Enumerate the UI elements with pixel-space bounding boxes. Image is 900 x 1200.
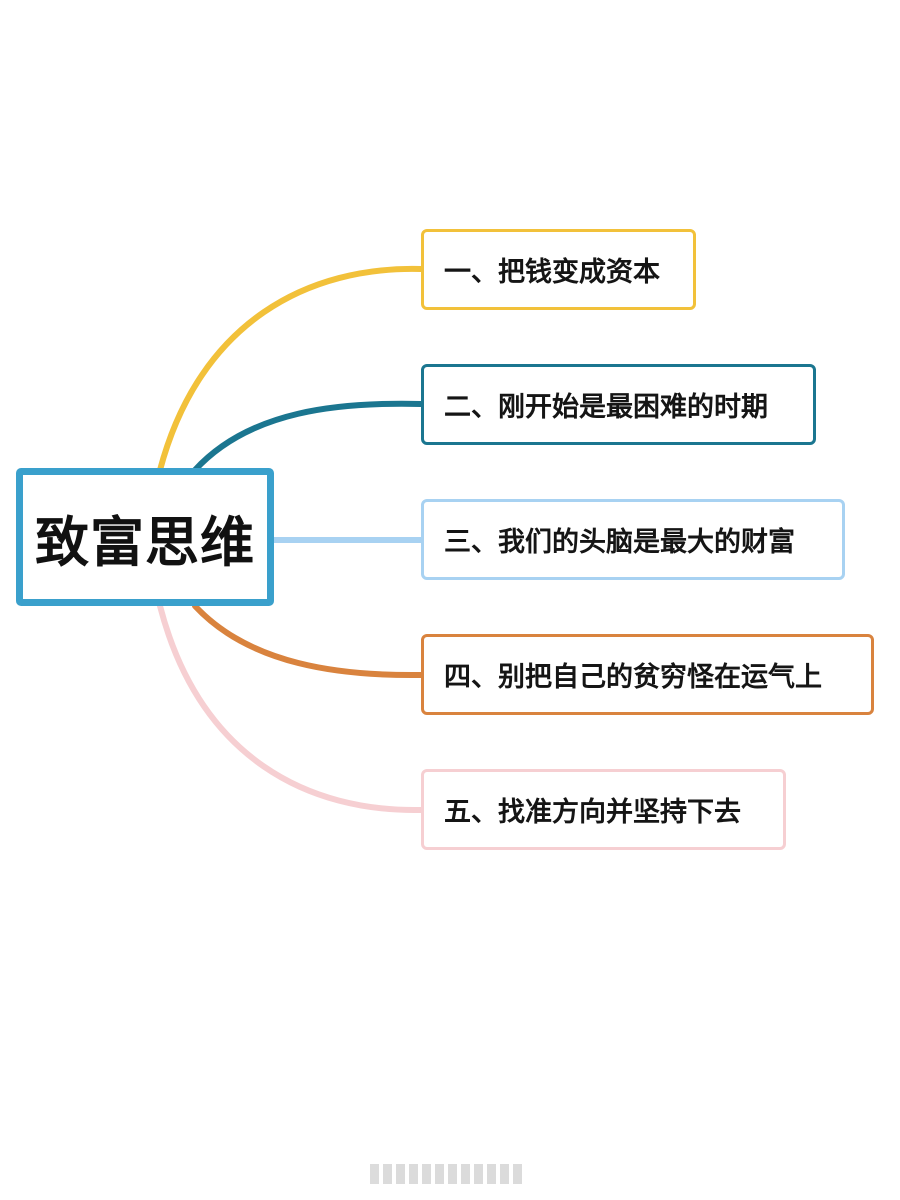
connector-5 bbox=[157, 603, 424, 814]
connector-4 bbox=[192, 603, 424, 679]
connector-1 bbox=[157, 265, 424, 473]
branch-topic-2: 二、刚开始是最困难的时期 bbox=[421, 364, 816, 445]
branch-topic-4: 四、别把自己的贫穷怪在运气上 bbox=[421, 634, 874, 715]
central-topic: 致富思维 bbox=[16, 468, 274, 606]
connector-2 bbox=[192, 400, 424, 473]
branch-topic-3-label: 三、我们的头脑是最大的财富 bbox=[444, 527, 795, 558]
watermark bbox=[370, 1163, 530, 1185]
branch-topic-3: 三、我们的头脑是最大的财富 bbox=[421, 499, 845, 580]
branch-topic-5-label: 五、找准方向并坚持下去 bbox=[444, 797, 741, 828]
branch-topic-1: 一、把钱变成资本 bbox=[421, 229, 696, 310]
branch-topic-2-label: 二、刚开始是最困难的时期 bbox=[444, 392, 768, 423]
branch-topic-5: 五、找准方向并坚持下去 bbox=[421, 769, 786, 850]
central-topic-label: 致富思维 bbox=[35, 510, 255, 574]
branch-topic-4-label: 四、别把自己的贫穷怪在运气上 bbox=[444, 662, 822, 693]
branch-topic-1-label: 一、把钱变成资本 bbox=[444, 257, 660, 288]
